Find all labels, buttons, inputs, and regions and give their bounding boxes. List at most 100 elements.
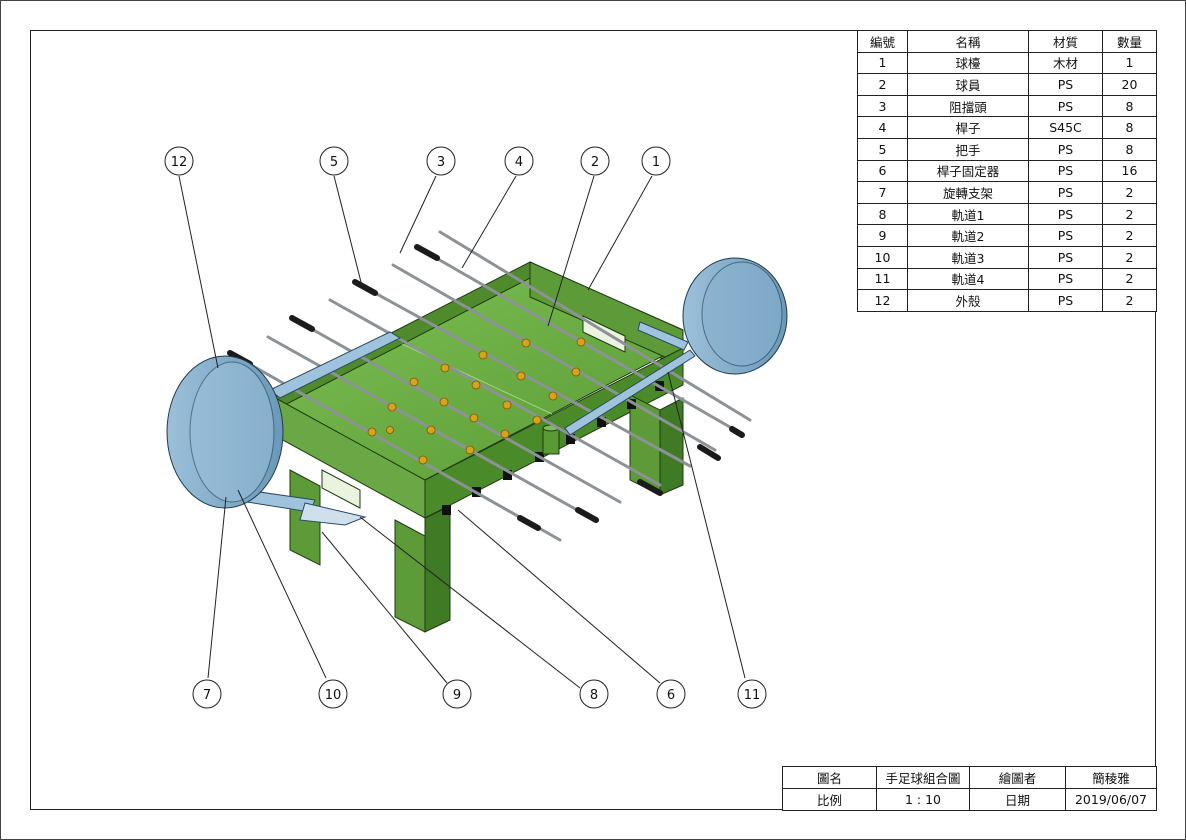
balloon-4: 4 xyxy=(504,146,534,176)
balloon-10: 10 xyxy=(318,679,348,709)
bom-no: 11 xyxy=(857,267,908,291)
bom-name: 軌道2 xyxy=(907,224,1029,247)
bom-no: 10 xyxy=(857,245,908,269)
players xyxy=(367,337,586,465)
bom-material: PS xyxy=(1028,159,1103,183)
bom-header-row: 編號 名稱 材質 數量 xyxy=(857,30,1157,53)
bom-name: 球員 xyxy=(907,73,1029,96)
bom-qty: 8 xyxy=(1102,116,1157,139)
bom-material: PS xyxy=(1028,73,1103,96)
bom-material: PS xyxy=(1028,224,1103,247)
bom-qty: 2 xyxy=(1102,267,1157,291)
bom-qty: 8 xyxy=(1102,94,1157,118)
foosball-table xyxy=(269,261,684,633)
bom-material: PS xyxy=(1028,202,1103,226)
bom-name: 桿子固定器 xyxy=(907,159,1029,183)
bom-no: 7 xyxy=(857,181,908,204)
svg-text:1: 1 xyxy=(652,155,660,170)
bom-qty: 2 xyxy=(1102,224,1157,247)
bom-no: 8 xyxy=(857,202,908,226)
bom-material: PS xyxy=(1028,245,1103,269)
title-row-1: 圖名 手足球組合圖 繪圖者 簡稜雅 xyxy=(782,766,1157,789)
svg-text:11: 11 xyxy=(744,688,761,703)
balloon-3: 3 xyxy=(426,146,456,176)
scale-value: 1 : 10 xyxy=(876,788,970,811)
bom-qty: 2 xyxy=(1102,289,1157,312)
bom-no: 12 xyxy=(857,289,908,312)
bom-no: 1 xyxy=(857,51,908,75)
balloon-6: 6 xyxy=(656,679,686,709)
bom-name: 桿子 xyxy=(907,116,1029,139)
balloon-2: 2 xyxy=(580,146,610,176)
title-block: 圖名 手足球組合圖 繪圖者 簡稜雅 比例 1 : 10 日期 2019/06/0… xyxy=(782,766,1157,811)
bom-material: PS xyxy=(1028,137,1103,161)
svg-text:4: 4 xyxy=(515,155,523,170)
balloon-9: 9 xyxy=(442,679,472,709)
date-value: 2019/06/07 xyxy=(1065,788,1157,811)
bom-material: 木材 xyxy=(1028,51,1103,75)
bom-material: PS xyxy=(1028,289,1103,312)
balloon-12: 12 xyxy=(164,146,194,176)
bom-header-name: 名稱 xyxy=(907,30,1029,53)
drawer-value: 簡稜雅 xyxy=(1065,766,1157,789)
svg-text:12: 12 xyxy=(171,155,188,170)
svg-text:8: 8 xyxy=(590,688,598,703)
bom-qty: 8 xyxy=(1102,137,1157,161)
bom-no: 9 xyxy=(857,224,908,247)
bom-material: PS xyxy=(1028,267,1103,291)
bom-header-material: 材質 xyxy=(1028,30,1103,53)
svg-text:5: 5 xyxy=(330,155,338,170)
svg-text:3: 3 xyxy=(437,155,445,170)
svg-text:10: 10 xyxy=(325,688,342,703)
bom-name: 軌道1 xyxy=(907,202,1029,226)
bom-material: PS xyxy=(1028,94,1103,118)
bom-qty: 2 xyxy=(1102,202,1157,226)
bom-header-qty: 數量 xyxy=(1102,30,1157,53)
bom-no: 5 xyxy=(857,137,908,161)
bom-header-no: 編號 xyxy=(857,30,908,53)
bom-material: PS xyxy=(1028,181,1103,204)
bom-name: 旋轉支架 xyxy=(907,181,1029,204)
end-discs xyxy=(166,257,788,509)
scale-label: 比例 xyxy=(782,788,877,811)
balloon-1: 1 xyxy=(641,146,671,176)
bom-name: 外殼 xyxy=(907,289,1029,312)
bom-no: 3 xyxy=(857,94,908,118)
rails xyxy=(221,321,696,513)
svg-text:2: 2 xyxy=(591,155,599,170)
drawing-name-value: 手足球組合圖 xyxy=(876,766,970,789)
svg-text:7: 7 xyxy=(203,688,211,703)
balloon-11: 11 xyxy=(737,679,767,709)
bom-name: 把手 xyxy=(907,137,1029,161)
svg-text:9: 9 xyxy=(453,688,461,703)
bom-qty: 16 xyxy=(1102,159,1157,183)
balloon-8: 8 xyxy=(579,679,609,709)
bom-name: 球檯 xyxy=(907,51,1029,75)
bom-no: 4 xyxy=(857,116,908,139)
bom-qty: 20 xyxy=(1102,73,1157,96)
balloon-7: 7 xyxy=(192,679,222,709)
leader-lines xyxy=(178,175,746,689)
bom-name: 軌道4 xyxy=(907,267,1029,291)
balloon-5: 5 xyxy=(319,146,349,176)
drawer-label: 繪圖者 xyxy=(969,766,1066,789)
drawing-name-label: 圖名 xyxy=(782,766,877,789)
bom-qty: 2 xyxy=(1102,181,1157,204)
bom-qty: 2 xyxy=(1102,245,1157,269)
bom-no: 2 xyxy=(857,73,908,96)
bom-no: 6 xyxy=(857,159,908,183)
